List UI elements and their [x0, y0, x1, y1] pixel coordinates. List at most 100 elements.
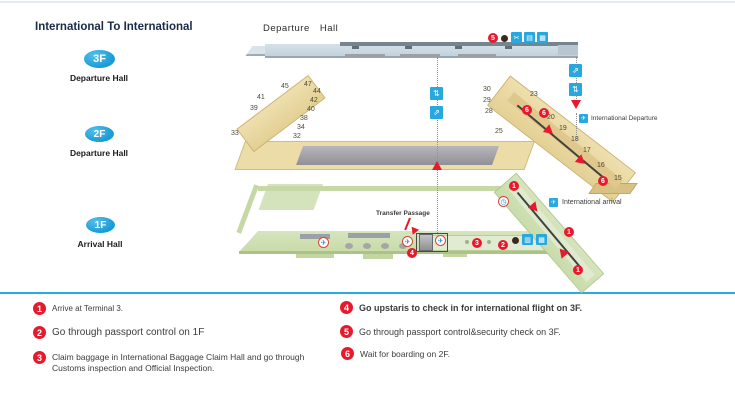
departure-hall-title: Departure Hall — [263, 23, 339, 34]
gate-41: 41 — [257, 94, 265, 101]
floor-badge-2f: 2F — [85, 126, 114, 142]
1f-wall-block — [300, 234, 330, 239]
step-marker-6: 6 — [522, 105, 532, 115]
scissors-icon: ✂ — [511, 32, 522, 43]
1f-hall-outline-top — [258, 186, 510, 191]
corridor-dot — [465, 240, 469, 244]
inspection-dot-icon — [512, 237, 519, 244]
gate-30: 30 — [483, 86, 491, 93]
arrow-down-icon — [571, 100, 581, 109]
step-marker-6: 6 — [539, 108, 549, 118]
gate-32: 32 — [293, 133, 301, 140]
baggage-carousel — [381, 243, 389, 249]
gate-23: 23 — [530, 91, 538, 98]
step-number-badge: 6 — [341, 347, 354, 360]
gate-39: 39 — [250, 105, 258, 112]
quarantine-icon: ▦ — [536, 234, 547, 245]
gate-25: 25 — [495, 128, 503, 135]
step-text: Wait for boarding on 2F. — [360, 349, 450, 359]
1f-wall-block — [348, 233, 390, 238]
step-item-1: 1 Arrive at Terminal 3. — [33, 302, 333, 315]
baggage-carousel — [399, 243, 407, 249]
arrow-up-icon — [432, 161, 442, 170]
step-number-badge: 4 — [340, 301, 353, 314]
intl-arrival-label: International arrival — [562, 199, 622, 206]
gate-44: 44 — [313, 88, 321, 95]
escalator-icon: ⇗ — [569, 64, 582, 77]
gate-19: 19 — [559, 125, 567, 132]
step-number-badge: 2 — [33, 326, 46, 339]
security-check-icon: ▦ — [537, 32, 548, 43]
elevator-icon: ⇅ — [569, 83, 582, 96]
transfer-passage-label: Transfer Passage — [376, 210, 430, 217]
step-marker-6: 6 — [598, 176, 608, 186]
step-item-3: 3 Claim baggage in International Baggage… — [33, 351, 343, 374]
gate-40: 40 — [307, 106, 315, 113]
gate-47: 47 — [304, 81, 312, 88]
baggage-carousel — [345, 243, 353, 249]
gate-34: 34 — [297, 124, 305, 131]
airplane-departure-icon: ✈ — [579, 114, 588, 123]
checkin-counter-mark — [455, 46, 462, 49]
3f-edge-block — [400, 54, 440, 57]
passport-control-icon: ▤ — [524, 32, 535, 43]
corridor-dot — [487, 240, 491, 244]
gate-16: 16 — [597, 162, 605, 169]
transfer-path-line-right — [576, 57, 577, 103]
1f-lower-tab — [296, 252, 334, 258]
page-title: International To International — [35, 21, 193, 33]
floor-label-1f: Arrival Hall — [77, 239, 123, 249]
step-marker-3: 3 — [472, 238, 482, 248]
airplane-icon: ✈ — [402, 236, 413, 247]
gate-15: 15 — [614, 175, 622, 182]
step-marker-4: 4 — [407, 248, 417, 258]
3f-edge-block — [345, 54, 385, 57]
transfer-path-line-right-lower — [576, 113, 577, 141]
gate-18: 18 — [571, 136, 579, 143]
floor-badge-3f: 3F — [84, 50, 115, 68]
floor-badge-1f: 1F — [86, 217, 115, 233]
gate-17: 17 — [583, 147, 591, 154]
floor-label-3f: Departure Hall — [69, 73, 129, 83]
step-item-4: 4 Go upstaris to check in for internatio… — [340, 301, 720, 314]
checkin-counter-mark — [405, 46, 412, 49]
baggage-carousel — [363, 243, 371, 249]
top-divider — [0, 1, 735, 3]
step-text: Claim baggage in International Baggage C… — [52, 352, 305, 374]
gate-28: 28 — [485, 108, 493, 115]
3f-edge-block — [458, 54, 496, 57]
1f-bar-bottom-edge — [239, 251, 555, 254]
step-text: Go through passport control&security che… — [359, 327, 561, 337]
clock-icon: ◷ — [498, 196, 509, 207]
intl-departure-label: International Departure — [591, 115, 658, 122]
1f-lower-tab — [443, 252, 467, 257]
step-item-2: 2 Go through passport control on 1F — [33, 326, 343, 339]
1f-lower-tab — [363, 253, 393, 259]
inspection-dot-icon — [501, 35, 508, 42]
step-marker-1: 1 — [573, 265, 583, 275]
3f-floor-right-step — [558, 45, 578, 55]
gate-42: 42 — [310, 97, 318, 104]
step-number-badge: 3 — [33, 351, 46, 364]
step-text: Go through passport control on 1F — [52, 327, 205, 338]
step-text: Arrive at Terminal 3. — [52, 304, 123, 313]
step-text: Go upstaris to check in for internationa… — [359, 303, 583, 313]
step-marker-1: 1 — [564, 227, 574, 237]
3f-floor-bar — [265, 44, 578, 58]
1f-hall-outline-left — [236, 184, 259, 234]
2f-floor-gray-core — [296, 146, 499, 165]
gate-38: 38 — [300, 115, 308, 122]
step-number-badge: 1 — [33, 302, 46, 315]
elevator-icon: ⇅ — [430, 87, 443, 100]
transfer-path-line-center — [437, 57, 438, 233]
step-marker-1: 1 — [509, 181, 519, 191]
gate-29: 29 — [483, 97, 491, 104]
step-number-badge: 5 — [340, 325, 353, 338]
airplane-icon: ✈ — [435, 235, 446, 246]
step-marker-5: 5 — [488, 33, 498, 43]
escalator-icon: ⇗ — [430, 106, 443, 119]
airplane-arrival-icon: ✈ — [549, 198, 558, 207]
gate-20: 20 — [547, 114, 555, 121]
legend-divider — [0, 292, 735, 294]
